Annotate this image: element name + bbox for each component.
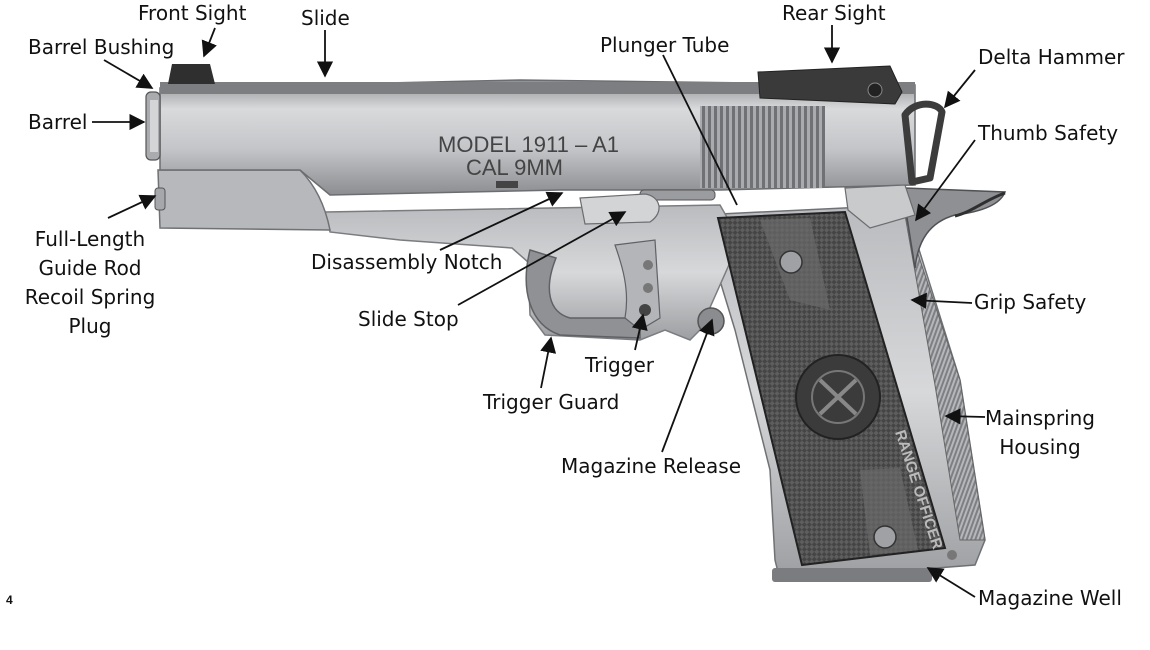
label-guide-rod-line1: Full-Length (34, 227, 146, 251)
label-grip-safety: Grip Safety (974, 290, 1087, 314)
label-guide-rod-line2: Guide Rod (38, 256, 142, 280)
label-barrel-bushing: Barrel Bushing (28, 35, 175, 59)
grip-screw-top (779, 250, 803, 274)
label-rear-sight: Rear Sight (782, 1, 886, 25)
label-guide-rod-line3: Recoil Spring (24, 285, 156, 309)
slide-engraving-caliber: CAL 9MM (466, 155, 563, 180)
front-sight (168, 64, 215, 84)
label-guide-rod-plug: Full-Length Guide Rod Recoil Spring Plug (20, 225, 160, 341)
thumb-safety-lever (844, 184, 916, 229)
label-barrel: Barrel (28, 110, 88, 134)
slide-serrations (700, 106, 825, 188)
label-trigger: Trigger (585, 353, 654, 377)
label-front-sight: Front Sight (138, 1, 247, 25)
label-magazine-well: Magazine Well (978, 586, 1122, 610)
label-mainspring-housing: Mainspring Housing (980, 404, 1100, 462)
label-guide-rod-line4: Plug (68, 314, 112, 338)
label-mainspring-line2: Housing (999, 435, 1081, 459)
label-magazine-release: Magazine Release (561, 454, 741, 478)
label-delta-hammer: Delta Hammer (978, 45, 1125, 69)
label-plunger-tube: Plunger Tube (600, 33, 730, 57)
slide-top-flat (160, 82, 915, 94)
rear-sight (757, 65, 903, 105)
page-number: 4 (6, 593, 13, 607)
guide-rod-plug (154, 187, 166, 211)
label-thumb-safety: Thumb Safety (978, 121, 1119, 145)
label-mainspring-line1: Mainspring (984, 406, 1095, 430)
magazine-base (772, 568, 932, 582)
slide-engraving-model: MODEL 1911 – A1 (438, 132, 619, 157)
label-slide: Slide (301, 6, 350, 30)
beavertail-curve (954, 191, 1006, 218)
label-trigger-guard: Trigger Guard (483, 390, 620, 414)
slide-stop-lever (579, 193, 660, 225)
delta-hammer (901, 100, 946, 186)
leader-arrows (92, 25, 986, 598)
disassembly-notch-cut (496, 181, 518, 188)
grip-screw-bottom (873, 525, 897, 549)
dust-cover (157, 169, 331, 231)
trigger-guard (525, 249, 641, 339)
label-disassembly-notch: Disassembly Notch (311, 250, 503, 274)
label-slide-stop: Slide Stop (358, 307, 459, 331)
